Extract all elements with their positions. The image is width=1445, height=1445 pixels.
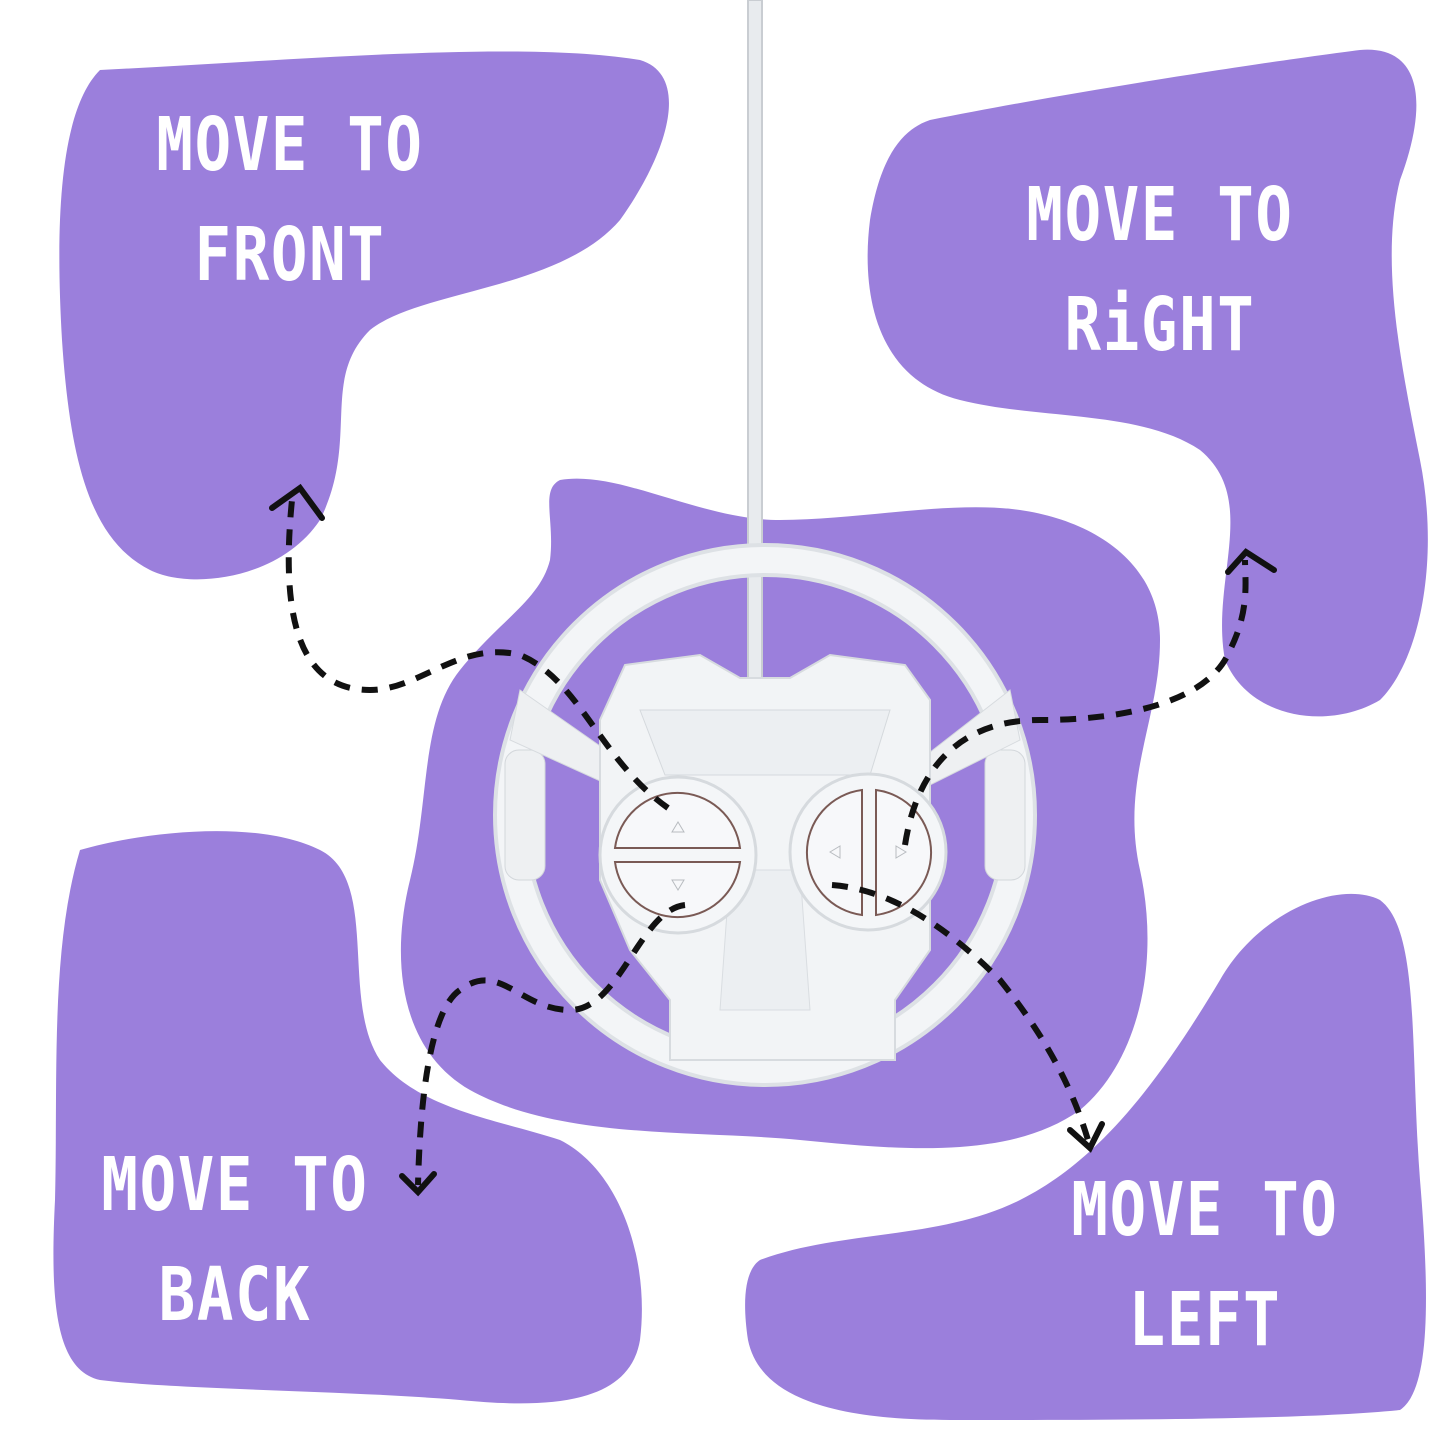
arrowhead-right-icon xyxy=(1225,548,1277,575)
triangle-down-icon xyxy=(671,879,685,891)
triangle-right-icon xyxy=(895,845,907,859)
arrow-back xyxy=(415,902,686,1186)
label-left-line2: LEFT xyxy=(1128,1277,1282,1363)
label-move-back: MOVE TO BACK xyxy=(100,1130,371,1350)
label-move-front: MOVE TO FRONT xyxy=(155,90,426,310)
arrowhead-left-icon xyxy=(1067,1121,1105,1153)
arrow-right xyxy=(902,559,1249,846)
antenna xyxy=(747,0,763,681)
blob-front xyxy=(59,51,669,580)
label-left-line1: MOVE TO xyxy=(1071,1167,1339,1253)
label-move-left: MOVE TO LEFT xyxy=(1070,1155,1341,1375)
forward-backward-button[interactable] xyxy=(598,775,758,935)
triangle-up-icon xyxy=(671,821,685,833)
label-front-line2: FRONT xyxy=(194,212,386,298)
arrow-left xyxy=(831,882,1091,1141)
blob-right xyxy=(867,49,1428,717)
blob-back xyxy=(53,831,642,1404)
label-back-line1: MOVE TO xyxy=(101,1142,369,1228)
label-right-line2: RiGHT xyxy=(1064,282,1256,368)
triangle-left-icon xyxy=(829,845,841,859)
arrowhead-front-icon xyxy=(269,483,325,521)
label-right-line1: MOVE TO xyxy=(1026,172,1294,258)
arrow-front xyxy=(285,499,670,811)
label-back-line2: BACK xyxy=(158,1252,312,1338)
label-front-line1: MOVE TO xyxy=(156,102,424,188)
remote-control xyxy=(493,543,1037,1087)
arrowhead-back-icon xyxy=(399,1171,437,1197)
blob-left xyxy=(745,893,1426,1420)
left-right-button[interactable] xyxy=(788,772,948,932)
label-move-right: MOVE TO RiGHT xyxy=(1025,160,1296,380)
